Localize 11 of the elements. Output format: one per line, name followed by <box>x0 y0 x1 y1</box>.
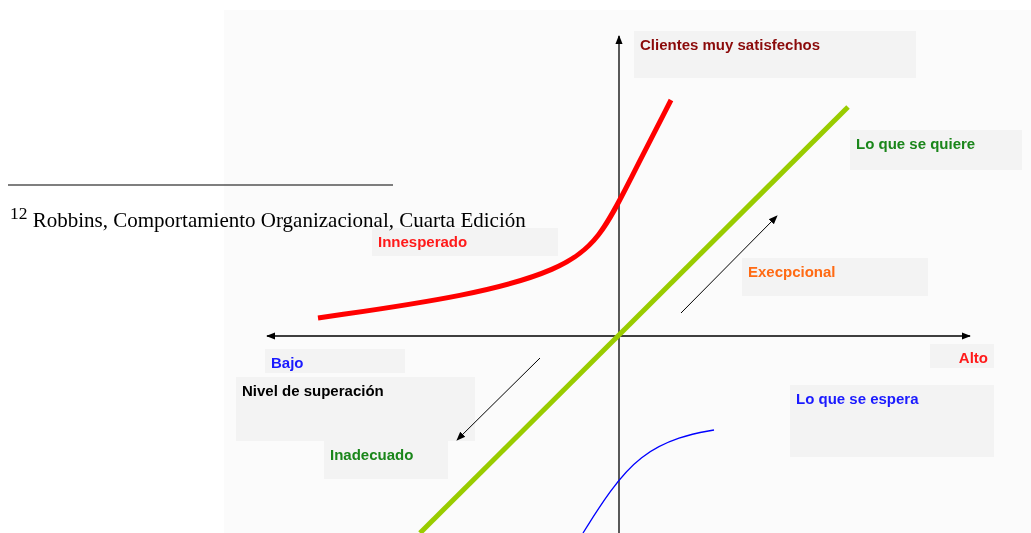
box-label: Nivel de superación <box>242 382 384 399</box>
box-label: Inadecuado <box>330 446 414 463</box>
box-label: Clientes muy satisfechos <box>640 36 821 53</box>
box-label: Lo que se quiere <box>856 135 976 152</box>
footnote: $^{12}$ Robbins, Comportamiento Organizacional, Cuarta Edición <box>10 203 526 233</box>
axis-label: Alto <box>930 344 994 368</box>
box-label: Innesperado <box>378 233 468 250</box>
text-box <box>236 377 475 441</box>
box-label: Lo que se espera <box>796 390 919 407</box>
box-label: Execpcional <box>748 263 836 280</box>
axis-label: Bajo <box>265 349 405 373</box>
